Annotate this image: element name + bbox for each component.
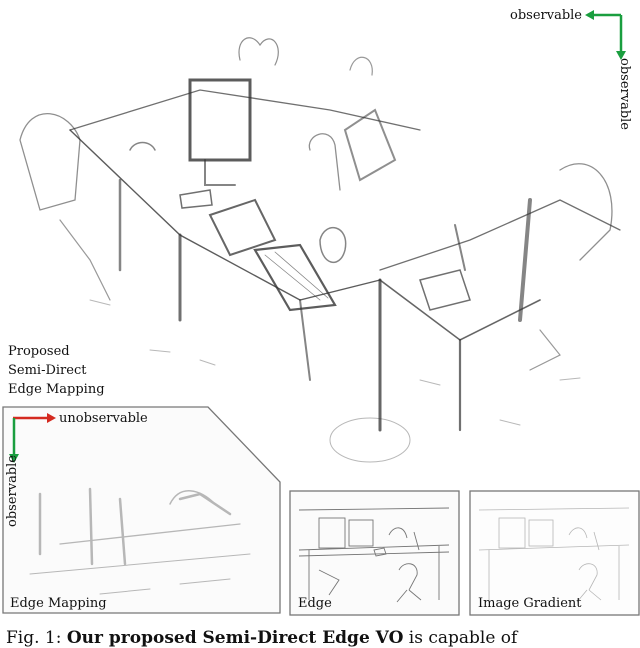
observable-axis-label-left: observable	[5, 455, 20, 527]
observable-axis-label-right: observable	[617, 58, 632, 130]
image-gradient-panel	[469, 490, 640, 616]
caption-suffix: is capable of	[403, 628, 518, 648]
edge-map-3d-render	[19, 37, 621, 463]
edge-mapping-panel	[2, 406, 281, 614]
figure-caption: Fig. 1: Our proposed Semi-Direct Edge VO…	[6, 628, 517, 648]
image-gradient-panel-label: Image Gradient	[478, 596, 582, 611]
proposed-line-2: Semi-Direct	[8, 363, 87, 378]
edge-mapping-panel-label: Edge Mapping	[10, 596, 107, 611]
proposed-method-label: Proposed Semi-Direct Edge Mapping	[8, 342, 105, 399]
edge-panel	[289, 490, 460, 616]
figure-1: observable observable Proposed Semi-Dire…	[2, 8, 640, 616]
proposed-line-3: Edge Mapping	[8, 382, 105, 397]
edge-panel-label: Edge	[298, 596, 332, 611]
proposed-line-1: Proposed	[8, 344, 70, 359]
unobservable-arrow-icon	[9, 413, 56, 463]
observable-arrow-icon	[585, 10, 626, 60]
observable-axis-label-top: observable	[510, 8, 582, 23]
caption-prefix: Fig. 1:	[6, 628, 67, 648]
caption-bold: Our proposed Semi-Direct Edge VO	[66, 628, 404, 648]
unobservable-axis-label: unobservable	[59, 411, 148, 426]
